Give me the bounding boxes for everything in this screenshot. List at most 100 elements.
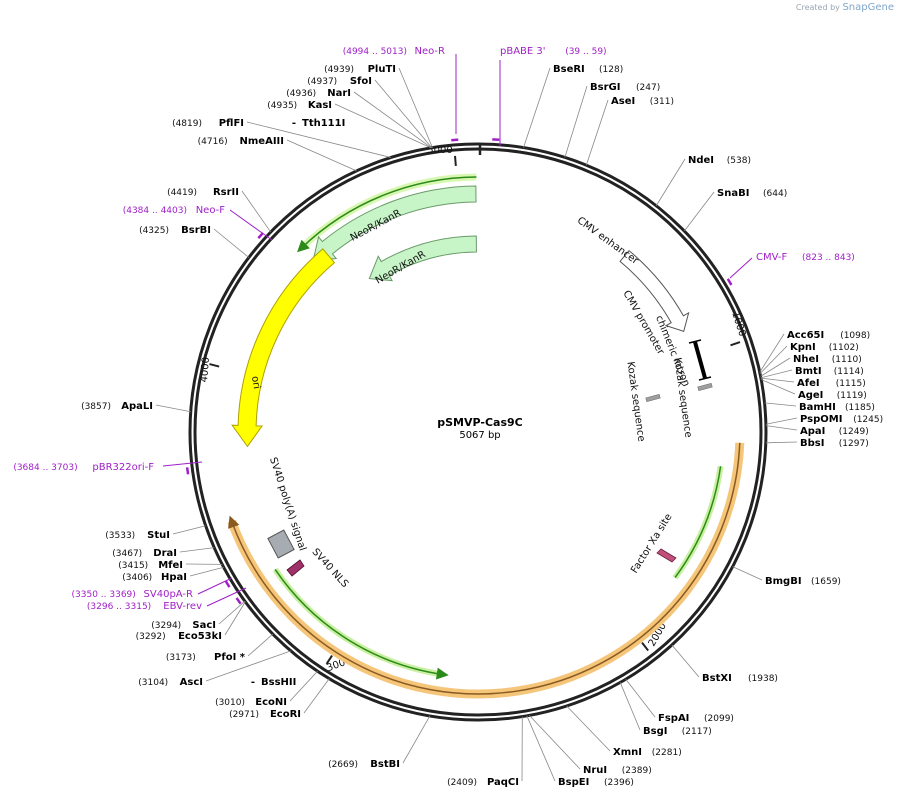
site-stui-name[interactable]: StuI [147, 530, 170, 541]
primer-pbabe3-name[interactable]: pBABE 3' [500, 46, 546, 57]
site-asei-position: (311) [650, 97, 674, 107]
site-sfoi-name[interactable]: SfoI [350, 76, 372, 87]
site-nmeaiii-name[interactable]: NmeAIII [240, 136, 284, 147]
feature-label-ori: ori [249, 375, 262, 390]
site-drai-position: (3467) [112, 549, 142, 559]
site-mfei-name[interactable]: MfeI [158, 560, 183, 571]
site-bmgbi-name[interactable]: BmgBI [765, 576, 802, 587]
chimeric-intron-feature[interactable] [693, 341, 707, 379]
site-pfoi-name[interactable]: PfoI * [214, 652, 246, 663]
site-saci-position: (3294) [151, 621, 181, 631]
site-asci-name[interactable]: AscI [180, 677, 203, 688]
site-leader-line [172, 525, 206, 535]
site-bbsi-name[interactable]: BbsI [800, 438, 824, 449]
site-nrui-name[interactable]: NruI [583, 765, 607, 776]
site-xmni-name[interactable]: XmnI [613, 747, 642, 758]
orf-green-segment[interactable] [674, 466, 722, 579]
plasmid-name: pSMVP-Cas9C [437, 416, 522, 429]
site-bsrgi-name[interactable]: BsrGI [590, 82, 620, 93]
primer-neor-name[interactable]: Neo-R [415, 46, 446, 57]
site-econi-name[interactable]: EcoNI [255, 697, 287, 708]
site-nari-position: (4936) [286, 89, 316, 99]
site-eco53ki-name[interactable]: Eco53kI [178, 631, 222, 642]
kozak-mark-1[interactable] [697, 382, 713, 392]
site-bstxi-name[interactable]: BstXI [702, 673, 732, 684]
site-snabi-name[interactable]: SnaBI [717, 188, 749, 199]
site-asei-name[interactable]: AseI [611, 96, 635, 107]
kozak-mark-2[interactable] [645, 393, 661, 403]
site-bamhi-name[interactable]: BamHI [799, 402, 836, 413]
site-pflfi-extra-name[interactable]: Tth111I [302, 118, 345, 129]
primer-neof-name[interactable]: Neo-F [196, 205, 226, 216]
site-afei-position: (1115) [836, 379, 866, 389]
site-drai-name[interactable]: DraI [153, 548, 177, 559]
site-bspei-name[interactable]: BspEI [558, 777, 589, 788]
site-bsrbi-name[interactable]: BsrBI [181, 225, 211, 236]
site-kasi-name[interactable]: KasI [308, 100, 332, 111]
site-leader-line [303, 678, 330, 714]
site-econi-position: (3010) [215, 698, 245, 708]
site-ndei-name[interactable]: NdeI [688, 155, 714, 166]
primer-pbr322orif-name[interactable]: pBR322ori-F [92, 462, 154, 473]
site-pspomi-name[interactable]: PspOMI [800, 414, 842, 425]
site-pflfi-name[interactable]: PflFI [219, 118, 244, 129]
site-nhei-name[interactable]: NheI [793, 354, 819, 365]
site-rsrii-name[interactable]: RsrII [213, 187, 239, 198]
site-bsgi-name[interactable]: BsgI [643, 726, 667, 737]
sv40-polya-feature[interactable] [267, 529, 295, 559]
site-bstbi-name[interactable]: BstBI [370, 759, 400, 770]
primer-mark [235, 597, 242, 605]
site-leader-line [189, 566, 224, 577]
site-bmti-name[interactable]: BmtI [795, 366, 822, 377]
site-hpai-name[interactable]: HpaI [161, 572, 187, 583]
primer-cmvf-name[interactable]: CMV-F [756, 252, 787, 263]
site-acc65i-position: (1098) [840, 331, 870, 341]
site-leader-line [760, 377, 795, 383]
tick-label: 1000 [729, 310, 747, 338]
site-afei-name[interactable]: AfeI [797, 378, 820, 389]
site-leader-line [155, 404, 191, 413]
ori-feature[interactable] [231, 248, 336, 448]
neor-kanr-feature-2[interactable] [368, 235, 477, 282]
neor-outer-arrow[interactable] [297, 176, 477, 253]
site-leader-line [759, 333, 785, 373]
orf-green-segment-highlight [672, 465, 724, 580]
site-nrui-position: (2389) [622, 766, 652, 776]
primer-sv40par-name[interactable]: SV40pA-R [144, 589, 193, 600]
orf-green-lower[interactable] [274, 569, 449, 680]
primer-ebvrev-name[interactable]: EBV-rev [163, 601, 202, 612]
site-leader-line [564, 85, 588, 158]
feature-label-kozaksequence: Kozak sequence [624, 361, 646, 442]
site-asci-extra-name[interactable]: BssHII [261, 677, 296, 688]
orf-arrow[interactable] [228, 442, 741, 695]
primer-neor-position: (4994 .. 5013) [343, 47, 407, 57]
site-pflfi-position: (4819) [172, 119, 202, 129]
site-ecori-name[interactable]: EcoRI [270, 709, 301, 720]
sv40-nls-feature[interactable] [286, 559, 305, 577]
site-paqci-name[interactable]: PaqCI [487, 777, 519, 788]
primer-mark [257, 232, 264, 239]
site-acc65i-name[interactable]: Acc65I [787, 330, 824, 341]
primer-mark [224, 580, 231, 588]
primer-ebvrev-position: (3296 .. 3315) [87, 602, 151, 612]
feature-label-factorxasite: Factor Xa site [629, 512, 674, 576]
site-apali-position: (3857) [81, 402, 111, 412]
site-pluti-name[interactable]: PluTI [368, 64, 396, 75]
site-apai-name[interactable]: ApaI [800, 426, 825, 437]
site-kpni-name[interactable]: KpnI [790, 342, 816, 353]
tick-mark [209, 363, 220, 368]
site-leader-line [286, 139, 357, 172]
site-saci-name[interactable]: SacI [192, 620, 216, 631]
site-apali-name[interactable]: ApaLI [121, 401, 153, 412]
created-by-text: Created by [795, 3, 840, 12]
site-snabi-position: (644) [763, 189, 787, 199]
site-fspai-name[interactable]: FspAI [658, 713, 689, 724]
site-agei-name[interactable]: AgeI [798, 390, 823, 401]
primer-pbr322orif-position: (3684 .. 3703) [13, 463, 77, 473]
site-nari-name[interactable]: NarI [327, 88, 351, 99]
cmv-enhancer-feature[interactable] [619, 249, 690, 333]
tick-mark [454, 155, 457, 167]
primer-pbabe3-position: (39 .. 59) [565, 47, 606, 57]
site-bseri-name[interactable]: BseRI [553, 64, 585, 75]
factor-xa-site-feature[interactable] [656, 548, 677, 563]
